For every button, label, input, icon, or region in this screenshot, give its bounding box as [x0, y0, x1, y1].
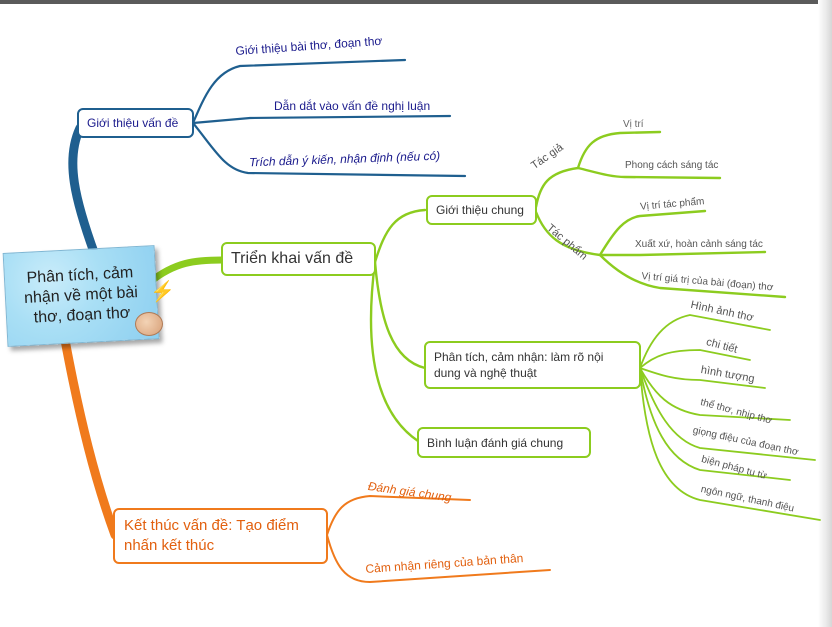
trunk-intro: [68, 123, 100, 260]
branch-analysis: [373, 260, 427, 370]
branch-analysis-4: [639, 367, 791, 421]
brain-icon: [135, 312, 163, 336]
branch-author-2: [576, 166, 722, 180]
branch-analysis-6: [639, 367, 791, 481]
branch-analysis-5: [639, 367, 816, 461]
branch-analysis-2: [639, 349, 751, 369]
root-node[interactable]: Phân tích, cảm nhận về một bài thơ, đoạn…: [2, 245, 160, 347]
node-ending-label: Kết thúc vấn đề: Tạo điểm nhấn kết thúc: [124, 517, 299, 554]
node-review[interactable]: Bình luận đánh giá chung: [417, 427, 591, 458]
intro-item-2: Dẫn dắt vào vấn đề nghị luận: [274, 99, 431, 113]
branch-analysis-7: [639, 367, 821, 521]
branch-intro-3: [191, 121, 467, 178]
window-top-border: [0, 0, 832, 4]
branch-analysis-1: [639, 314, 771, 369]
node-general-label: Giới thiệu chung: [436, 203, 524, 217]
node-ending[interactable]: Kết thúc vấn đề: Tạo điểm nhấn kết thúc: [113, 508, 328, 564]
branch-ending-1: [326, 494, 471, 536]
branch-work: [534, 210, 602, 257]
node-body-label: Triển khai vấn đề: [231, 250, 354, 267]
branch-author-1: [576, 130, 662, 170]
lightning-icon: ⚡: [150, 281, 175, 303]
branch-ending-2: [326, 534, 551, 584]
node-general[interactable]: Giới thiệu chung: [426, 195, 537, 225]
branch-work-1: [598, 209, 707, 257]
root-title: Phân tích, cảm nhận về một bài thơ, đoạn…: [23, 264, 139, 327]
branch-analysis-3: [639, 367, 766, 389]
node-intro[interactable]: Giới thiệu vấn đề: [77, 108, 194, 138]
work-item-2: Xuất xứ, hoàn cảnh sáng tác: [635, 239, 763, 250]
node-body[interactable]: Triển khai vấn đề: [221, 242, 376, 276]
branch-work-3: [598, 253, 787, 299]
branch-intro-1: [191, 58, 407, 125]
node-analysis-label: Phân tích, cảm nhận: làm rõ nội dung và …: [434, 350, 604, 380]
node-review-label: Bình luận đánh giá chung: [427, 435, 564, 450]
trunk-ending: [60, 335, 120, 540]
node-intro-label: Giới thiệu vấn đề: [87, 116, 179, 130]
author-item-2: Phong cách sáng tác: [625, 160, 719, 171]
page-right-shadow: [818, 0, 832, 627]
branch-review: [369, 260, 420, 443]
branch-work-2: [598, 250, 767, 257]
author-item-1: Vị trí: [623, 119, 644, 130]
branch-general: [373, 208, 427, 264]
node-analysis[interactable]: Phân tích, cảm nhận: làm rõ nội dung và …: [424, 341, 641, 389]
trunk-body: [146, 256, 226, 286]
branch-author: [534, 166, 580, 209]
branch-intro-2: [191, 114, 452, 125]
